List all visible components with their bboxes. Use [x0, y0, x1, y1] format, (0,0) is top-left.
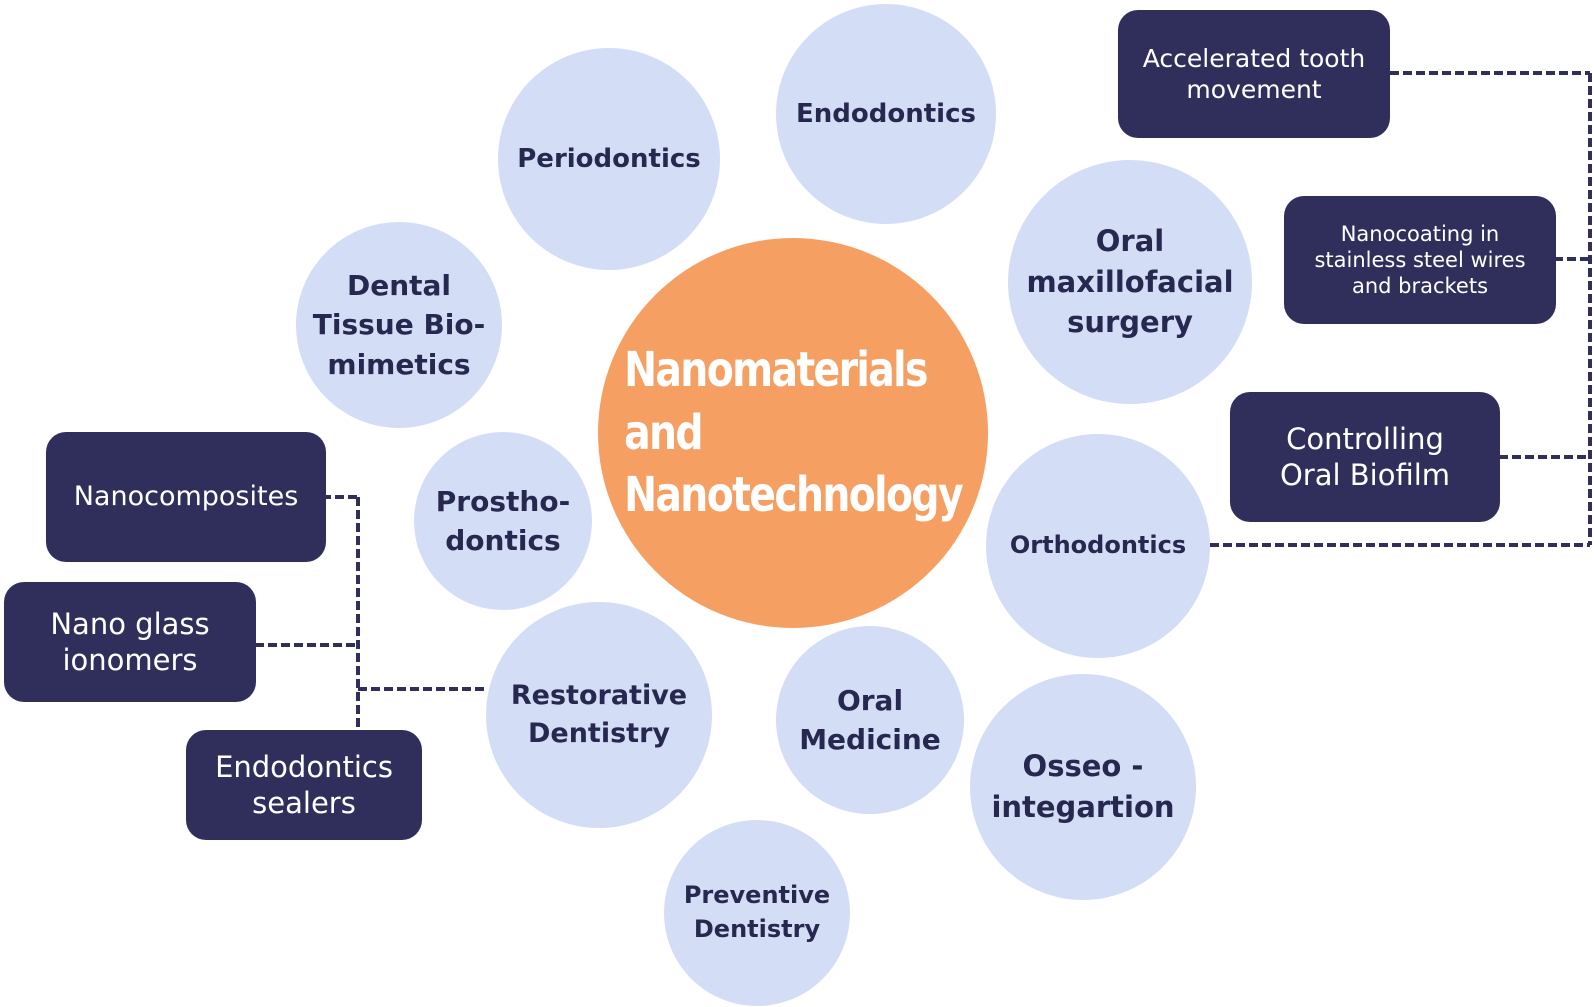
topic-osseointegration: Osseo - integartion [970, 674, 1196, 900]
accelerated-line-1: Accelerated tooth [1142, 43, 1366, 73]
biomimetics-line-3: mimetics [327, 347, 471, 381]
preventive-line-2: Dentistry [693, 915, 821, 943]
center-title-line-3: Nanotechnology [624, 467, 964, 524]
topic-periodontics-label: Periodontics [517, 143, 701, 174]
accelerated-line-2: movement [1186, 75, 1322, 104]
center-title-line-1: Nanomaterials [624, 342, 928, 399]
osseointegration-line-1: Osseo - [1022, 749, 1144, 784]
prosthodontics-line-1: Prostho- [435, 484, 571, 518]
topic-orthodontics-label: Orthodontics [1009, 531, 1187, 560]
oral-medicine-line-1: Oral [836, 683, 904, 717]
biofilm-line-1: Controlling [1286, 421, 1444, 456]
oral-maxillofacial-line-1: Oral [1095, 224, 1165, 259]
biomimetics-line-2: Tissue Bio- [312, 308, 486, 342]
topic-restorative-dentistry: Restorative Dentistry [486, 602, 712, 828]
preventive-line-1: Preventive [683, 881, 831, 910]
topic-dental-tissue-biomimetics: Dental Tissue Bio- mimetics [296, 222, 502, 428]
biofilm-line-2: Oral Biofilm [1279, 458, 1451, 492]
box-nanocoating: Nanocoating in stainless steel wires and… [1284, 196, 1556, 324]
center-title: Nanomaterials and Nanotechnology [624, 339, 964, 527]
box-endodontics-sealers: Endodontics sealers [186, 730, 422, 840]
topic-preventive-dentistry: Preventive Dentistry [664, 820, 850, 1006]
sealers-line-2: sealers [252, 786, 356, 820]
box-nanocomposites: Nanocomposites [46, 432, 326, 562]
nanocoating-line-3: and brackets [1351, 274, 1489, 299]
nanocoating-line-2: stainless steel wires [1314, 247, 1526, 272]
prosthodontics-line-2: dontics [445, 524, 561, 557]
topic-oral-medicine: Oral Medicine [776, 626, 964, 814]
oral-maxillofacial-line-2: maxillofacial [1026, 264, 1234, 299]
restorative-line-1: Restorative [510, 680, 688, 712]
restorative-line-2: Dentistry [527, 718, 670, 749]
nanocoating-line-1: Nanocoating in [1340, 221, 1500, 246]
box-nanocomposites-label: Nanocomposites [73, 481, 299, 513]
topic-periodontics: Periodontics [498, 48, 720, 270]
oral-medicine-line-2: Medicine [799, 723, 941, 756]
oral-maxillofacial-line-3: surgery [1067, 305, 1193, 340]
box-accelerated-tooth-movement: Accelerated tooth movement [1118, 10, 1390, 138]
box-nano-glass-ionomers: Nano glass ionomers [4, 582, 256, 702]
nano-glass-line-2: ionomers [62, 643, 198, 677]
sealers-line-1: Endodontics [215, 749, 393, 784]
topic-oral-maxillofacial-surgery: Oral maxillofacial surgery [1008, 160, 1252, 404]
osseointegration-line-2: integartion [991, 790, 1175, 824]
topic-prosthodontics: Prostho- dontics [414, 432, 592, 610]
center-node: Nanomaterials and Nanotechnology [598, 238, 988, 628]
center-title-line-2: and [624, 404, 703, 461]
biomimetics-line-1: Dental [346, 269, 452, 303]
nano-glass-line-1: Nano glass [50, 606, 210, 641]
topic-endodontics: Endodontics [776, 4, 996, 224]
box-controlling-oral-biofilm: Controlling Oral Biofilm [1230, 392, 1500, 522]
topic-endodontics-label: Endodontics [796, 98, 976, 129]
topic-orthodontics: Orthodontics [986, 434, 1210, 658]
